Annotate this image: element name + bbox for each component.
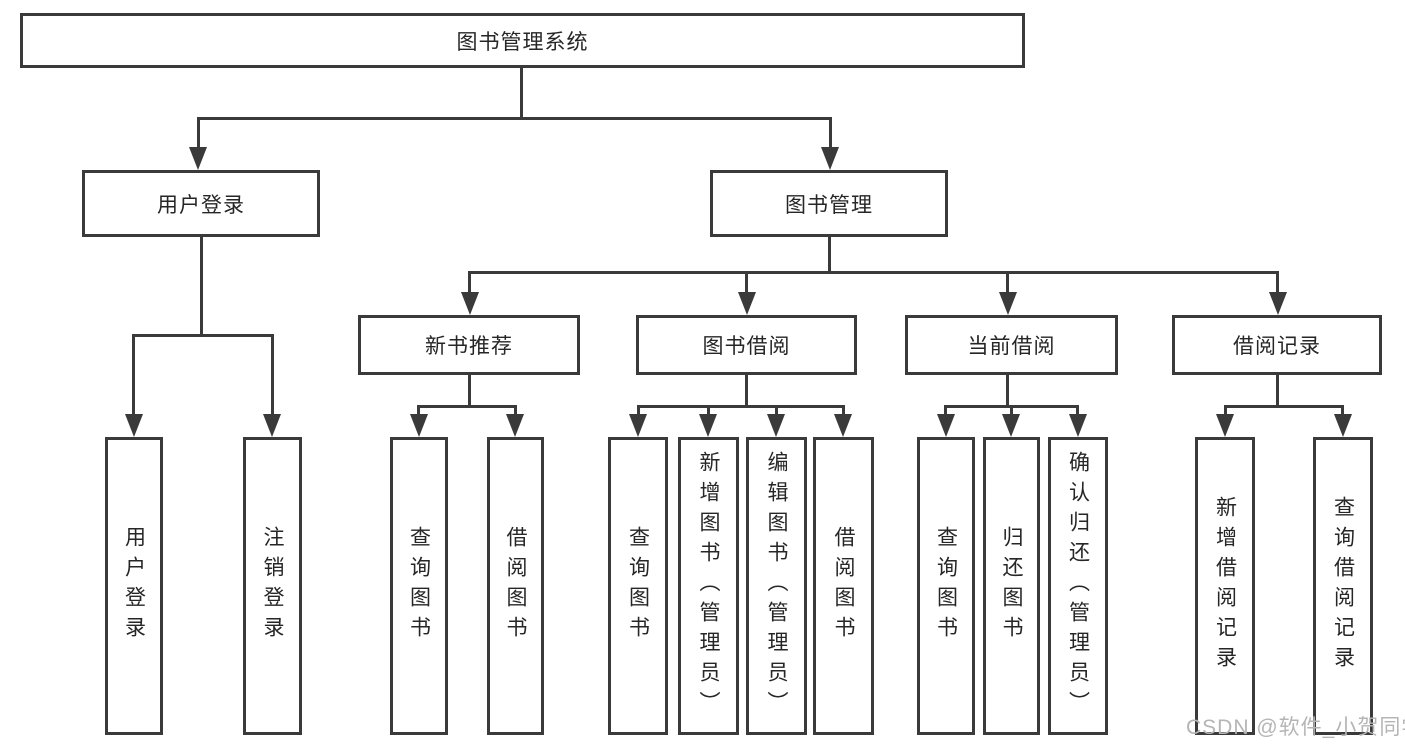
- arrowhead-down-icon: [1334, 414, 1352, 437]
- node-label: 查询借阅记录: [1331, 496, 1355, 676]
- arrowhead-down-icon: [767, 414, 785, 437]
- node-label: 注销登录: [261, 526, 284, 646]
- leaf-borrow-borrow-books: 借阅图书: [813, 437, 874, 735]
- node-label: 图书管理: [785, 193, 873, 217]
- connector-stem-records: [1276, 373, 1279, 408]
- node-label: 查询图书: [626, 526, 650, 646]
- connector-bar-borrow: [637, 405, 844, 408]
- connector-drop: [1076, 405, 1079, 416]
- arrowhead-down-icon: [506, 414, 524, 437]
- connector-drop: [1010, 405, 1013, 416]
- arrowhead-down-icon: [461, 292, 479, 315]
- node-label: 图书管理系统: [456, 30, 589, 54]
- csdn-watermark: CSDN @软件_小贺同学: [1186, 716, 1405, 739]
- node-label: 新书推荐: [425, 335, 513, 358]
- connector-stem-recommend: [468, 373, 471, 408]
- node-label: 借阅图书: [832, 526, 855, 646]
- leaf-user-login: 用户登录: [105, 437, 163, 735]
- node-label: 新增借阅记录: [1213, 496, 1237, 676]
- node-label: 查询图书: [407, 526, 431, 646]
- connector-drop: [745, 271, 748, 294]
- connector-drop: [1276, 271, 1279, 294]
- node-label: 查询图书: [934, 526, 958, 646]
- connector-drop: [829, 117, 832, 149]
- arrowhead-down-icon: [1069, 414, 1087, 437]
- connector-drop: [775, 405, 778, 416]
- node-label: 图书借阅: [702, 335, 791, 358]
- connector-drop: [637, 405, 640, 416]
- node-book-borrow: 图书借阅: [636, 315, 857, 375]
- connector-drop: [944, 405, 947, 416]
- connector-bar-user: [132, 334, 274, 337]
- leaf-borrow-edit-books-admin: 编辑图书（管理员）: [746, 437, 807, 735]
- arrowhead-down-icon: [1002, 414, 1020, 437]
- node-user-login: 用户登录: [82, 170, 320, 237]
- node-label: 用户登录: [157, 193, 245, 217]
- connector-stem-user: [200, 235, 203, 336]
- node-root-library-system: 图书管理系统: [20, 13, 1025, 68]
- arrowhead-down-icon: [189, 147, 207, 170]
- node-label: 当前借阅: [967, 335, 1056, 358]
- connector-drop: [707, 405, 710, 416]
- arrowhead-down-icon: [125, 414, 143, 437]
- arrowhead-down-icon: [821, 147, 839, 170]
- connector-drop: [1224, 405, 1227, 416]
- leaf-borrow-query-books: 查询图书: [608, 437, 668, 735]
- leaf-logout: 注销登录: [243, 437, 302, 735]
- arrowhead-down-icon: [999, 292, 1017, 315]
- node-label: 确认归还（管理员）: [1066, 451, 1090, 721]
- node-new-book-recommend: 新书推荐: [358, 315, 580, 375]
- connector-stem-mgmt: [828, 235, 831, 274]
- connector-drop: [468, 271, 471, 294]
- connector-bar-recommend: [417, 405, 517, 408]
- connector-drop: [1006, 271, 1009, 294]
- connector-stem-current: [1006, 373, 1009, 408]
- leaf-recommend-query-books: 查询图书: [390, 437, 448, 735]
- leaf-current-query-books: 查询图书: [917, 437, 975, 735]
- leaf-current-return-books: 归还图书: [983, 437, 1040, 735]
- arrowhead-down-icon: [1269, 292, 1287, 315]
- node-borrow-records: 借阅记录: [1172, 315, 1382, 375]
- connector-bar-level1: [197, 117, 832, 120]
- connector-drop: [514, 405, 517, 416]
- connector-drop: [132, 334, 135, 416]
- arrowhead-down-icon: [834, 414, 852, 437]
- connector-drop: [1341, 405, 1344, 416]
- connector-drop: [842, 405, 845, 416]
- arrowhead-down-icon: [937, 414, 955, 437]
- arrowhead-down-icon: [410, 414, 428, 437]
- node-label: 用户登录: [122, 526, 146, 646]
- leaf-recommend-borrow-books: 借阅图书: [487, 437, 544, 735]
- connector-bar-level2: [468, 271, 1279, 274]
- connector-bar-records: [1224, 405, 1344, 408]
- connector-stem-root: [520, 66, 523, 119]
- node-label: 借阅记录: [1233, 335, 1321, 358]
- arrowhead-down-icon: [1216, 414, 1234, 437]
- node-label: 借阅图书: [504, 526, 527, 646]
- connector-drop: [417, 405, 420, 416]
- leaf-records-add-record: 新增借阅记录: [1195, 437, 1255, 735]
- leaf-borrow-add-books-admin: 新增图书（管理员）: [678, 437, 739, 735]
- node-current-borrow: 当前借阅: [905, 315, 1118, 375]
- arrowhead-down-icon: [263, 414, 281, 437]
- arrowhead-down-icon: [629, 414, 647, 437]
- leaf-current-confirm-return-admin: 确认归还（管理员）: [1048, 437, 1108, 735]
- node-book-management: 图书管理: [710, 170, 948, 237]
- node-label: 编辑图书（管理员）: [765, 451, 788, 721]
- connector-stem-borrow: [745, 373, 748, 408]
- connector-drop: [197, 117, 200, 149]
- leaf-records-query-record: 查询借阅记录: [1313, 437, 1373, 735]
- node-label: 新增图书（管理员）: [697, 451, 720, 721]
- node-label: 归还图书: [1000, 526, 1023, 646]
- connector-drop: [271, 334, 274, 416]
- arrowhead-down-icon: [699, 414, 717, 437]
- arrowhead-down-icon: [738, 292, 756, 315]
